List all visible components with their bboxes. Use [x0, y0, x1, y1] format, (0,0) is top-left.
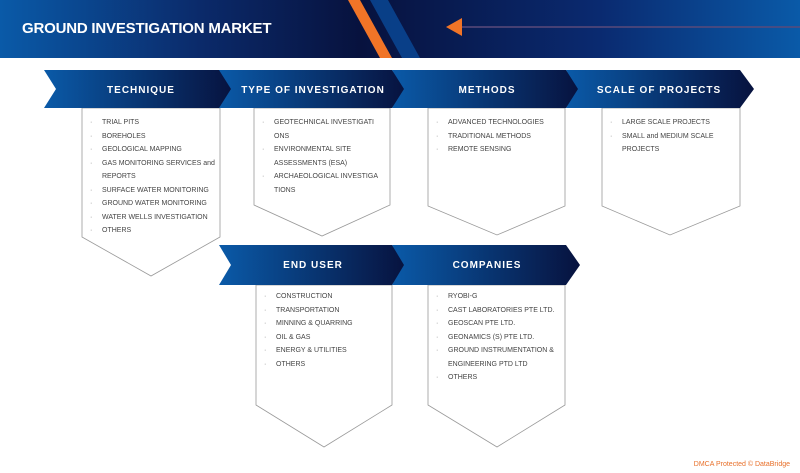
list-item: OIL & GAS: [262, 331, 390, 345]
segment-label-companies: COMPANIES: [452, 260, 522, 271]
list-item: OTHERS: [88, 224, 220, 238]
list-item: OTHERS: [262, 358, 390, 372]
list-item: WATER WELLS INVESTIGATION: [88, 211, 220, 225]
list-item: BOREHOLES: [88, 130, 220, 144]
segment-label-methods: METHODS: [458, 85, 516, 96]
companies-list: RYOBI-G CAST LABORATORIES PTE LTD. GEOSC…: [434, 290, 564, 385]
list-item: TRADITIONAL METHODS: [434, 130, 564, 144]
segment-label-technique: TECHNIQUE: [107, 85, 175, 96]
list-item: SMALL and MEDIUM SCALE PROJECTS: [608, 130, 733, 157]
chevron-type: [219, 70, 406, 108]
list-item: OTHERS: [434, 371, 564, 385]
list-item: GEONAMICS (S) PTE LTD.: [434, 331, 564, 345]
segment-label-type: TYPE OF INVESTIGATION: [241, 85, 385, 96]
list-item: GAS MONITORING SERVICES and REPORTS: [88, 157, 220, 184]
segment-label-scale: SCALE OF PROJECTS: [596, 85, 722, 96]
list-item: ADVANCED TECHNOLOGIES: [434, 116, 564, 130]
header-banner: GROUND INVESTIGATION MARKET: [0, 0, 800, 58]
segment-label-end-user: END USER: [283, 260, 343, 271]
list-item: REMOTE SENSING: [434, 143, 564, 157]
page-title: GROUND INVESTIGATION MARKET: [22, 20, 272, 37]
list-item: GEOTECHNICAL INVESTIGATIONS: [260, 116, 378, 143]
chevron-technique: [44, 70, 234, 108]
list-item: CONSTRUCTION: [262, 290, 390, 304]
list-item: RYOBI-G: [434, 290, 564, 304]
list-item: ARCHAEOLOGICAL INVESTIGATIONS: [260, 170, 378, 197]
scale-list: LARGE SCALE PROJECTS SMALL and MEDIUM SC…: [608, 116, 733, 157]
technique-list: TRIAL PITS BOREHOLES GEOLOGICAL MAPPING …: [88, 116, 220, 238]
list-item: GEOSCAN PTE LTD.: [434, 317, 564, 331]
chevron-scale: [566, 70, 754, 108]
list-item: ENERGY & UTILITIES: [262, 344, 390, 358]
chevron-end-user: [219, 245, 406, 285]
list-item: GROUND WATER MONITORING: [88, 197, 220, 211]
list-item: GROUND INSTRUMENTATION & ENGINEERING PTD…: [434, 344, 564, 371]
list-item: GEOLOGICAL MAPPING: [88, 143, 220, 157]
end-user-list: CONSTRUCTION TRANSPORTATION MINNING & QU…: [262, 290, 390, 371]
chevron-companies: [392, 245, 580, 285]
header-decoration: [348, 0, 800, 58]
list-item: ENVIRONMENTAL SITE ASSESSMENTS (ESA): [260, 143, 378, 170]
list-item: SURFACE WATER MONITORING: [88, 184, 220, 198]
footer-watermark: DMCA Protected © DataBridge: [693, 461, 790, 468]
list-item: LARGE SCALE PROJECTS: [608, 116, 733, 130]
arrow-left-icon: [446, 18, 462, 36]
list-item: MINNING & QUARRING: [262, 317, 390, 331]
chevron-methods: [392, 70, 580, 108]
type-list: GEOTECHNICAL INVESTIGATIONS ENVIRONMENTA…: [260, 116, 378, 197]
list-item: TRIAL PITS: [88, 116, 220, 130]
methods-list: ADVANCED TECHNOLOGIES TRADITIONAL METHOD…: [434, 116, 564, 157]
list-item: TRANSPORTATION: [262, 304, 390, 318]
list-item: CAST LABORATORIES PTE LTD.: [434, 304, 564, 318]
